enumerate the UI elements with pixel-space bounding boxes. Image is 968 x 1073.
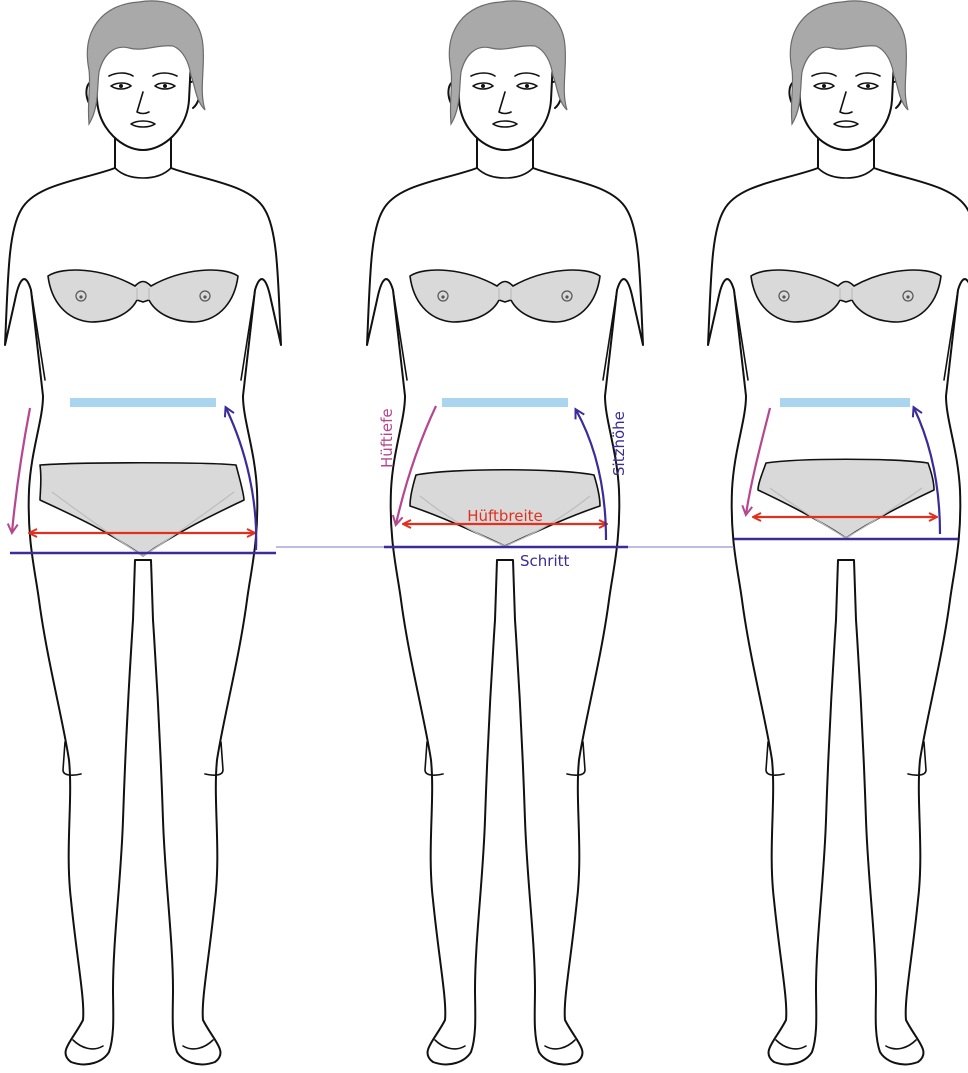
figure-3-waist-band xyxy=(780,398,910,407)
figure-1-waist-band xyxy=(70,398,216,407)
figure-3 xyxy=(708,1,968,1065)
seat-height-label: Sitzhöhe xyxy=(610,411,628,476)
crotch-label: Schritt xyxy=(520,552,569,570)
figure-1-hip-depth-arrow xyxy=(12,408,30,532)
figure-1 xyxy=(5,1,281,1065)
hip-depth-label: Hüftiefe xyxy=(378,408,396,468)
figure-2-waist-band xyxy=(442,398,568,407)
figure-2: Hüftbreite Schritt Hüftiefe Sitzhöhe xyxy=(367,1,643,1065)
hip-width-label: Hüftbreite xyxy=(467,507,543,525)
